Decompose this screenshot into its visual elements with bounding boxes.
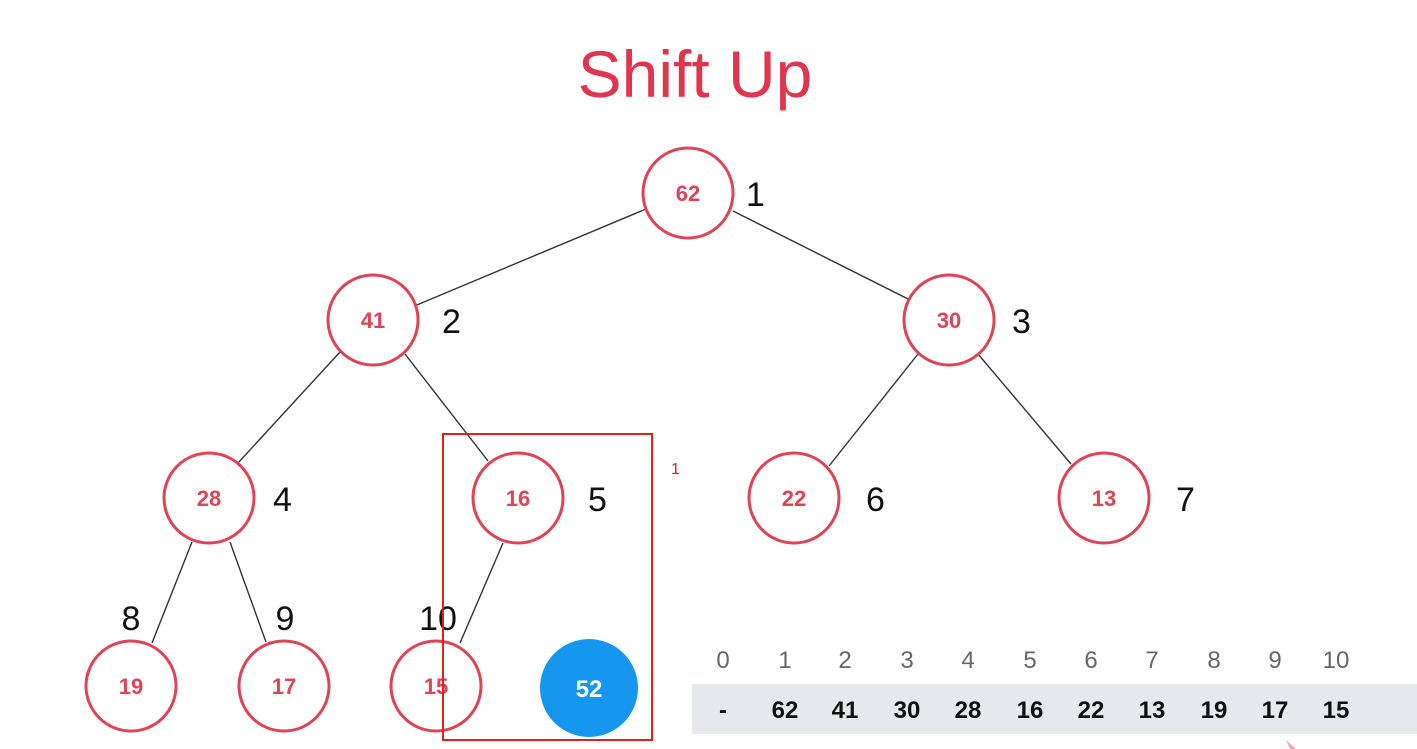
array-index: 2 bbox=[838, 647, 851, 674]
node-value: 22 bbox=[782, 486, 806, 511]
array-value: 15 bbox=[1323, 697, 1350, 724]
edge-4-9 bbox=[229, 541, 267, 643]
heap-node-5: 16 5 bbox=[471, 451, 607, 545]
node-circle bbox=[326, 273, 420, 367]
heap-node-10: 15 10 bbox=[389, 600, 483, 733]
array-value: - bbox=[719, 697, 727, 724]
array-index: 6 bbox=[1084, 647, 1097, 674]
node-circle bbox=[162, 451, 256, 545]
diagram-title: Shift Up bbox=[578, 37, 813, 111]
array-index: 0 bbox=[716, 647, 729, 674]
node-index-label: 1 bbox=[746, 176, 765, 214]
edge-3-6 bbox=[828, 353, 919, 467]
node-index-label: 9 bbox=[276, 600, 295, 638]
node-index-label: 7 bbox=[1176, 481, 1195, 519]
array-index: 5 bbox=[1023, 647, 1036, 674]
array-value: 28 bbox=[955, 697, 982, 724]
edge-4-8 bbox=[151, 541, 193, 644]
array-row-background bbox=[692, 684, 1417, 734]
tree-edges bbox=[151, 208, 1072, 644]
node-value: 19 bbox=[119, 674, 143, 699]
array-value: 30 bbox=[894, 697, 921, 724]
node-value: 15 bbox=[424, 674, 448, 699]
array-index: 3 bbox=[900, 647, 913, 674]
array-indices: 0 1 2 3 4 5 6 7 8 9 10 bbox=[716, 647, 1349, 674]
edge-3-7 bbox=[977, 353, 1072, 465]
array-index: 9 bbox=[1268, 647, 1281, 674]
array-value: 13 bbox=[1139, 697, 1166, 724]
node-index-label: 10 bbox=[419, 600, 457, 638]
heap-node-9: 17 9 bbox=[237, 600, 331, 733]
node-value: 62 bbox=[676, 181, 700, 206]
node-index-label: 8 bbox=[122, 600, 141, 638]
new-node-value: 52 bbox=[576, 676, 603, 703]
array-value: 41 bbox=[832, 697, 859, 724]
node-index-label: 3 bbox=[1012, 303, 1031, 341]
array-index: 1 bbox=[778, 647, 791, 674]
node-value: 16 bbox=[506, 486, 530, 511]
edge-2-4 bbox=[237, 351, 341, 464]
array-values: - 62 41 30 28 16 22 13 19 17 15 bbox=[719, 697, 1349, 724]
edge-1-2 bbox=[411, 208, 647, 308]
edge-1-3 bbox=[732, 210, 911, 301]
node-circle bbox=[389, 639, 483, 733]
heap-node-1: 62 1 bbox=[641, 146, 765, 240]
heap-node-3: 30 3 bbox=[902, 273, 1031, 367]
node-index-label: 5 bbox=[588, 481, 607, 519]
node-index-label: 2 bbox=[442, 303, 461, 341]
highlight-box bbox=[442, 433, 653, 741]
heap-node-6: 22 6 bbox=[747, 451, 885, 545]
edge-2-5 bbox=[404, 353, 489, 462]
node-circle bbox=[237, 639, 331, 733]
node-value: 17 bbox=[272, 674, 296, 699]
array-value: 16 bbox=[1017, 697, 1044, 724]
node-value: 13 bbox=[1092, 486, 1116, 511]
array-index: 10 bbox=[1323, 647, 1350, 674]
node-value: 30 bbox=[937, 308, 961, 333]
node-circle bbox=[747, 451, 841, 545]
array-value: 22 bbox=[1078, 697, 1105, 724]
node-circle bbox=[471, 451, 565, 545]
heap-array: 0 1 2 3 4 5 6 7 8 9 10 - 62 41 30 28 16 … bbox=[692, 647, 1417, 734]
array-index: 8 bbox=[1207, 647, 1220, 674]
node-index-label: 6 bbox=[866, 481, 885, 519]
node-circle bbox=[902, 273, 996, 367]
node-circle bbox=[641, 146, 735, 240]
node-value: 41 bbox=[361, 308, 385, 333]
corner-arrow-mark bbox=[1286, 740, 1296, 749]
array-value: 62 bbox=[772, 697, 799, 724]
node-index-label: 4 bbox=[273, 481, 292, 519]
array-value: 19 bbox=[1201, 697, 1228, 724]
array-index: 7 bbox=[1145, 647, 1158, 674]
heap-node-4: 28 4 bbox=[162, 451, 292, 545]
array-index: 4 bbox=[961, 647, 974, 674]
heap-node-2: 41 2 bbox=[326, 273, 461, 367]
array-value: 17 bbox=[1262, 697, 1289, 724]
new-node-circle bbox=[540, 639, 638, 737]
node-circle bbox=[84, 639, 178, 733]
node-circle bbox=[1057, 451, 1151, 545]
highlight-marker: 1 bbox=[671, 461, 680, 478]
heap-node-7: 13 7 bbox=[1057, 451, 1195, 545]
heap-node-8: 19 8 bbox=[84, 600, 178, 733]
new-node: 52 bbox=[540, 639, 638, 737]
node-value: 28 bbox=[197, 486, 221, 511]
edge-5-10 bbox=[459, 542, 504, 644]
